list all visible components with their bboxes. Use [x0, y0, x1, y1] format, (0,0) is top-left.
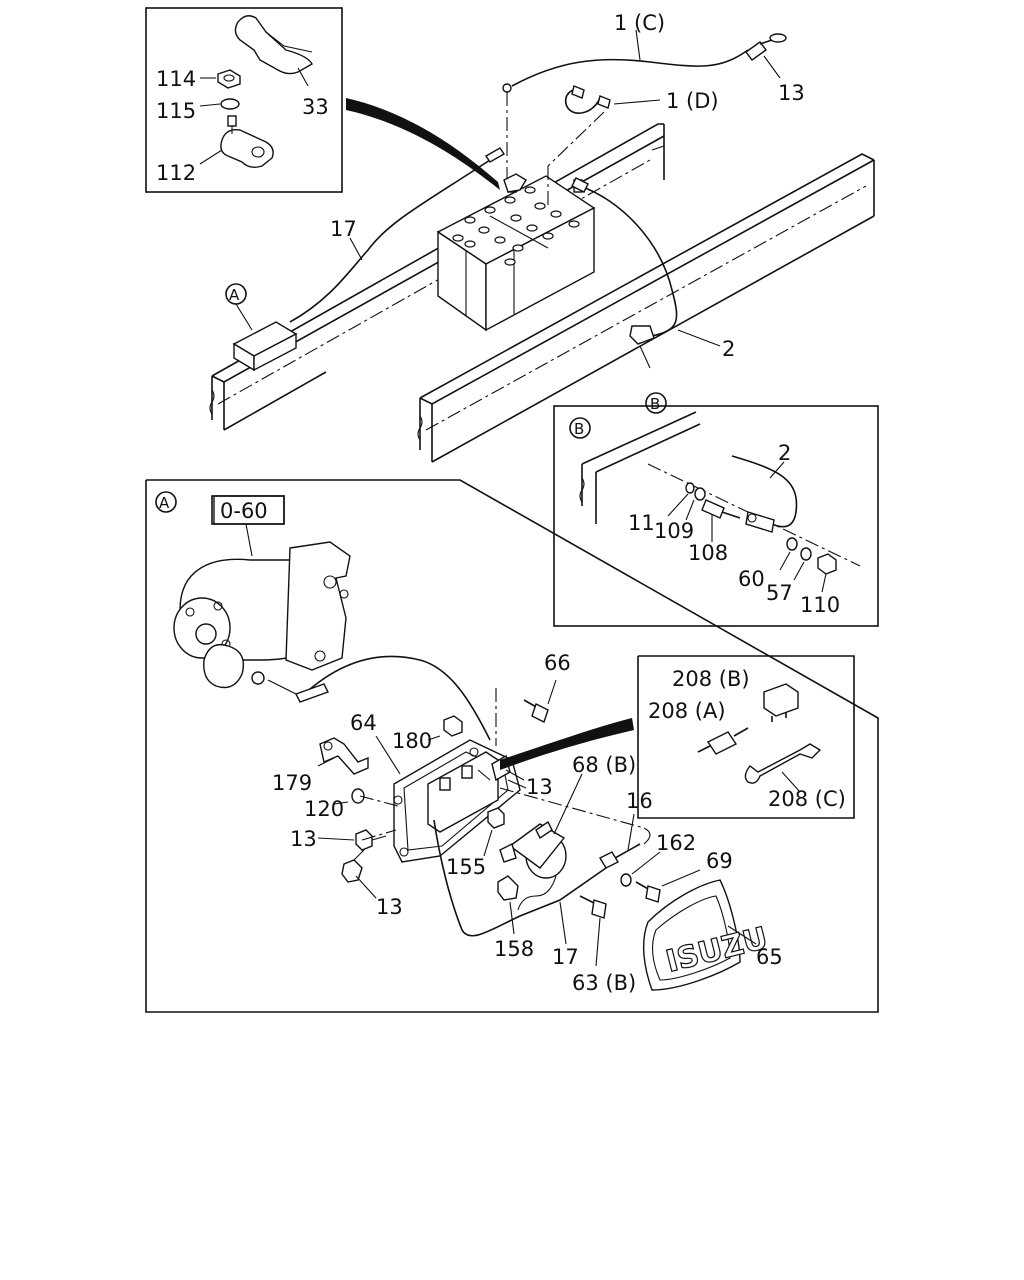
frame-rail-left: [209, 123, 665, 431]
relay-208B: [763, 683, 799, 722]
callout-108: 108: [688, 541, 728, 565]
cable-17-top: [289, 155, 497, 323]
nut-114: [217, 69, 241, 89]
starter-cable: [299, 655, 491, 741]
callout-68B: 68 (B): [572, 753, 636, 777]
bolt-66: [523, 699, 549, 723]
callout-2-detail: 2: [778, 441, 791, 465]
callout-208A: 208 (A): [648, 699, 726, 723]
callout-112: 112: [156, 161, 196, 185]
inset-terminal-box: [145, 7, 343, 193]
callout-66: 66: [544, 651, 571, 675]
callout-180: 180: [392, 729, 432, 753]
marker-A-detail: A: [155, 491, 177, 513]
ground-lug-detail: [745, 511, 775, 533]
callout-13-b: 13: [376, 895, 403, 919]
callout-109: 109: [654, 519, 694, 543]
cable-1C: [511, 49, 749, 87]
relay-box: [232, 321, 298, 372]
svg-text:A: A: [229, 286, 240, 304]
battery: [436, 175, 596, 332]
fuse-208A: [697, 727, 749, 755]
washer-120: [351, 788, 365, 804]
callout-158: 158: [494, 937, 534, 961]
callout-17-top: 17: [330, 217, 357, 241]
terminal-cover-33: [234, 15, 313, 75]
callout-57: 57: [766, 581, 793, 605]
callout-208B: 208 (B): [672, 667, 750, 691]
inset-pointer-arrow: [346, 98, 500, 190]
bracket-179: [319, 737, 369, 775]
relay-pointer-arrow: [500, 718, 634, 770]
callout-17-bottom: 17: [552, 945, 579, 969]
cable-16: [599, 843, 641, 869]
callout-33: 33: [302, 95, 329, 119]
marker-A-main: A: [225, 283, 247, 305]
callout-179: 179: [272, 771, 312, 795]
detail-208-box: [637, 655, 855, 819]
callout-64: 64: [350, 711, 377, 735]
washer-109: [694, 487, 706, 501]
grommet-13-a: [355, 829, 387, 851]
cable-end-13-top: [745, 33, 787, 61]
callout-13-top: 13: [778, 81, 805, 105]
callout-155: 155: [446, 855, 486, 879]
washer-57: [800, 547, 812, 561]
grommet-13-b: [341, 849, 365, 883]
terminal-clamp-112: [220, 115, 274, 169]
callout-2-main: 2: [722, 337, 735, 361]
bolt-69: [635, 881, 661, 903]
battery-terminal-clamp: [503, 173, 527, 193]
solenoid-68B: [499, 820, 567, 911]
bolt-108: [701, 499, 741, 519]
callout-63B: 63 (B): [572, 971, 636, 995]
nut-110: [817, 553, 837, 575]
callout-208C: 208 (C): [768, 787, 846, 811]
callout-110: 110: [800, 593, 840, 617]
emblem-plate-65: ISUZU: [643, 879, 772, 991]
clip-11: [685, 482, 695, 494]
callout-1C: 1 (C): [614, 11, 665, 35]
callout-11: 11: [628, 511, 655, 535]
callout-13-a: 13: [290, 827, 317, 851]
washer-115: [220, 98, 240, 110]
callout-120: 120: [304, 797, 344, 821]
detail-B-frame: [579, 411, 701, 524]
cable-2-ground: [579, 185, 678, 337]
nut-180: [443, 715, 463, 737]
callout-162: 162: [656, 831, 696, 855]
callout-60: 60: [738, 567, 765, 591]
callout-65: 65: [756, 945, 783, 969]
terminal-158: [497, 875, 519, 901]
washer-60: [786, 537, 798, 551]
callout-115: 115: [156, 99, 196, 123]
callout-1D: 1 (D): [666, 89, 719, 113]
cable-17-bottom: [433, 819, 607, 937]
callout-0-60: 0-60: [220, 499, 268, 523]
marker-B-detail: B: [569, 417, 591, 439]
bolt-63B: [579, 895, 607, 919]
callout-114: 114: [156, 67, 196, 91]
callout-69: 69: [706, 849, 733, 873]
starter-motor: [173, 495, 351, 689]
callout-13-c: 13: [526, 775, 553, 799]
reference-box-0-60: [211, 495, 285, 525]
svg-text:B: B: [574, 420, 584, 438]
svg-text:A: A: [159, 494, 170, 512]
callout-16: 16: [626, 789, 653, 813]
svg-text:B: B: [650, 395, 660, 413]
detail-A-box: [145, 479, 879, 1013]
washer-162: [620, 873, 632, 887]
marker-B-main: B: [645, 392, 667, 414]
link-208C: [744, 743, 822, 784]
nut-155: [487, 807, 505, 829]
cable-2-detail: [731, 455, 798, 528]
